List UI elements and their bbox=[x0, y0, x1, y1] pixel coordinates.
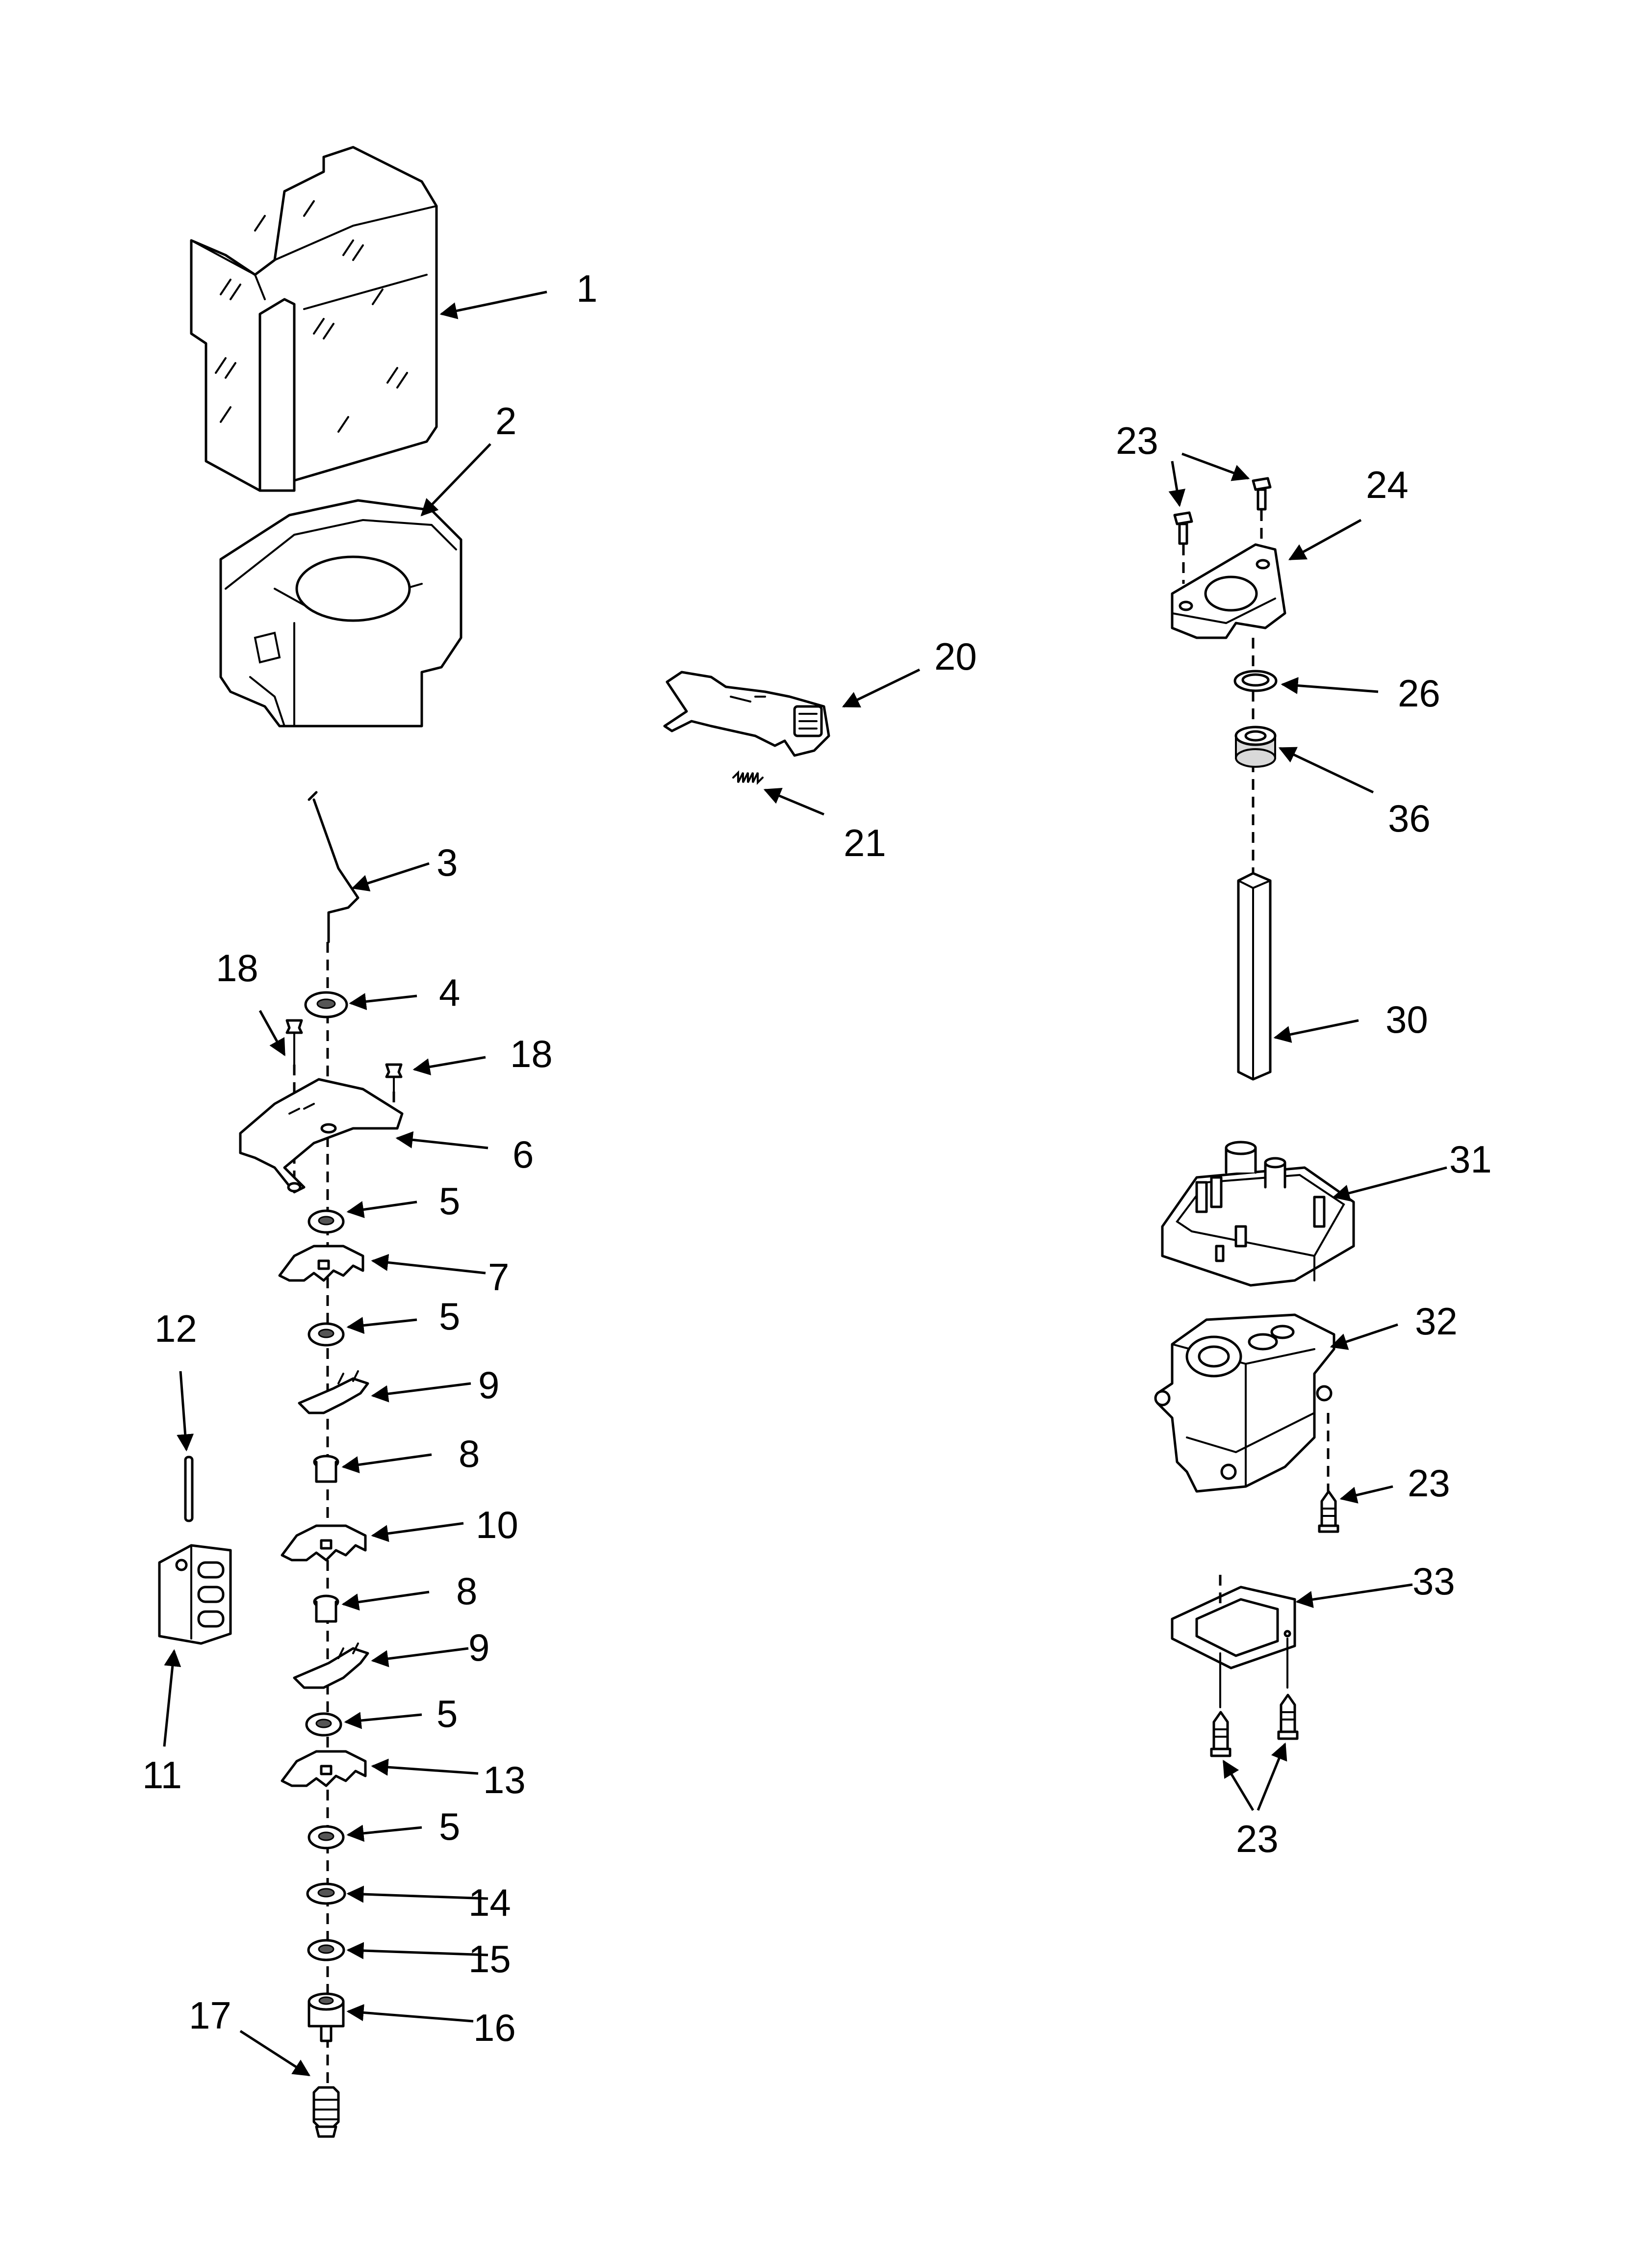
part-5-washer-2 bbox=[308, 1322, 345, 1347]
part-11-block bbox=[158, 1544, 232, 1645]
callout-13: 13 bbox=[483, 1758, 526, 1801]
callout-23-bottom: 23 bbox=[1236, 1817, 1279, 1860]
part-17-screw bbox=[312, 2086, 340, 2138]
callout-26: 26 bbox=[1398, 672, 1440, 715]
callout-5-third: 5 bbox=[436, 1692, 458, 1735]
callout-2: 2 bbox=[495, 399, 516, 443]
callout-18-left: 18 bbox=[216, 946, 258, 990]
callout-9-upper: 9 bbox=[478, 1363, 499, 1407]
part-23-screw-top-right bbox=[1252, 477, 1272, 511]
part-7-cam bbox=[278, 1245, 364, 1282]
callout-8-upper: 8 bbox=[459, 1432, 480, 1475]
callout-14: 14 bbox=[468, 1881, 511, 1924]
part-20-bracket bbox=[663, 671, 830, 757]
callout-30: 30 bbox=[1385, 998, 1428, 1041]
callout-32: 32 bbox=[1415, 1300, 1458, 1343]
callout-21: 21 bbox=[844, 821, 886, 864]
callout-23-middle: 23 bbox=[1408, 1461, 1450, 1505]
part-13-cam bbox=[281, 1750, 367, 1787]
part-21-spring bbox=[732, 770, 764, 785]
callout-8-lower: 8 bbox=[456, 1569, 477, 1613]
part-30-shaft bbox=[1237, 872, 1272, 1081]
leader-lines bbox=[163, 290, 1447, 2077]
part-16-coupler bbox=[308, 1992, 345, 2042]
part-9-arm-lower bbox=[293, 1642, 369, 1689]
callout-36: 36 bbox=[1388, 797, 1431, 840]
part-23-screw-bottom-left bbox=[1210, 1711, 1232, 1757]
callout-7: 7 bbox=[488, 1255, 509, 1299]
part-18-screw-left bbox=[285, 1019, 303, 1066]
part-23-screw-bottom-right bbox=[1277, 1694, 1299, 1740]
part-18-screw-right bbox=[385, 1063, 403, 1093]
callout-6: 6 bbox=[513, 1133, 534, 1176]
callout-10: 10 bbox=[476, 1503, 518, 1546]
callout-15: 15 bbox=[468, 1937, 511, 1981]
part-3-crank-wire bbox=[308, 791, 359, 943]
part-26-ring bbox=[1233, 670, 1278, 692]
callout-24: 24 bbox=[1366, 463, 1409, 506]
part-5-washer-3 bbox=[305, 1712, 342, 1737]
callout-3: 3 bbox=[436, 841, 458, 884]
callout-17: 17 bbox=[189, 1994, 231, 2037]
glass-highlight-marks bbox=[215, 200, 408, 433]
part-32-motor bbox=[1154, 1313, 1335, 1493]
callout-5-second: 5 bbox=[439, 1295, 460, 1338]
part-ice-bucket-housing bbox=[219, 499, 462, 728]
callout-9-lower: 9 bbox=[468, 1626, 489, 1669]
part-8-bushing-upper bbox=[313, 1455, 339, 1483]
callout-31: 31 bbox=[1449, 1138, 1492, 1181]
callout-11: 11 bbox=[142, 1753, 182, 1797]
callout-5-fourth: 5 bbox=[439, 1805, 460, 1848]
part-8-bushing-lower bbox=[313, 1594, 339, 1623]
callout-16: 16 bbox=[473, 2006, 516, 2049]
part-6-bracket-plate bbox=[239, 1078, 404, 1194]
part-14-washer bbox=[306, 1882, 346, 1905]
part-5-washer-1 bbox=[308, 1209, 345, 1234]
part-15-washer bbox=[307, 1939, 345, 1961]
callout-4: 4 bbox=[439, 971, 460, 1014]
part-23-screw-top-left bbox=[1173, 511, 1193, 545]
part-12-pin bbox=[184, 1456, 194, 1522]
callout-5-first: 5 bbox=[439, 1179, 460, 1223]
part-24-bearing-plate bbox=[1171, 543, 1286, 639]
part-9-arm-upper bbox=[298, 1370, 369, 1414]
part-31-motor-cover bbox=[1161, 1141, 1355, 1287]
part-5-washer-4 bbox=[308, 1825, 345, 1850]
callout-33: 33 bbox=[1412, 1560, 1455, 1603]
callout-labels: 1 2 3 4 18 18 6 5 7 5 9 8 10 8 9 5 13 5 … bbox=[142, 267, 1492, 2049]
callout-23-top: 23 bbox=[1116, 419, 1158, 462]
part-4-washer bbox=[304, 991, 348, 1018]
part-ice-bucket-cover bbox=[190, 146, 438, 492]
callout-1: 1 bbox=[576, 267, 597, 310]
part-23-screw-middle bbox=[1318, 1490, 1339, 1533]
part-10-cam bbox=[281, 1524, 367, 1562]
part-36-bearing bbox=[1234, 726, 1277, 768]
callout-12: 12 bbox=[154, 1307, 197, 1350]
callout-20: 20 bbox=[934, 635, 977, 678]
part-33-gasket bbox=[1171, 1586, 1296, 1669]
callout-18-right: 18 bbox=[510, 1032, 553, 1075]
